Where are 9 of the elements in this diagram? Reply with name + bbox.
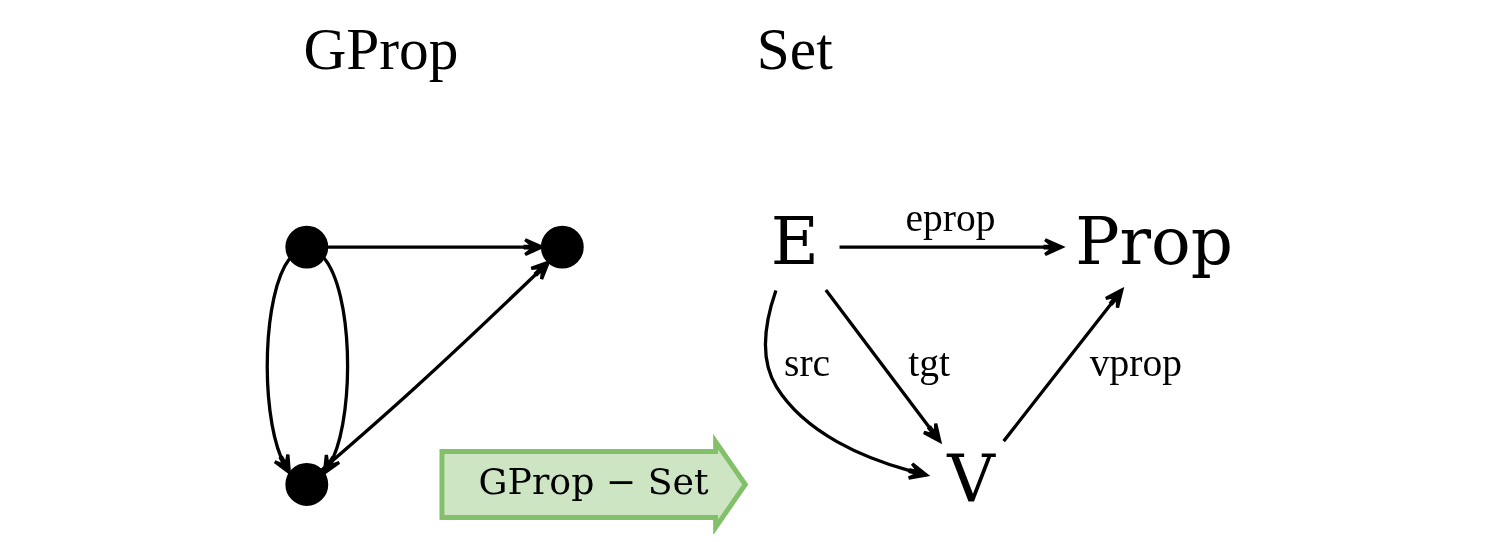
edge-label: src xyxy=(784,341,831,385)
label: Set xyxy=(756,15,833,82)
edge-label: tgt xyxy=(908,341,950,385)
edge-label: vprop xyxy=(1089,341,1183,385)
label: GProp xyxy=(303,15,459,82)
node-text: E xyxy=(770,202,819,280)
edge-label: eprop xyxy=(905,195,996,240)
node-text: Prop xyxy=(1075,202,1233,280)
node-text: V xyxy=(947,439,995,517)
